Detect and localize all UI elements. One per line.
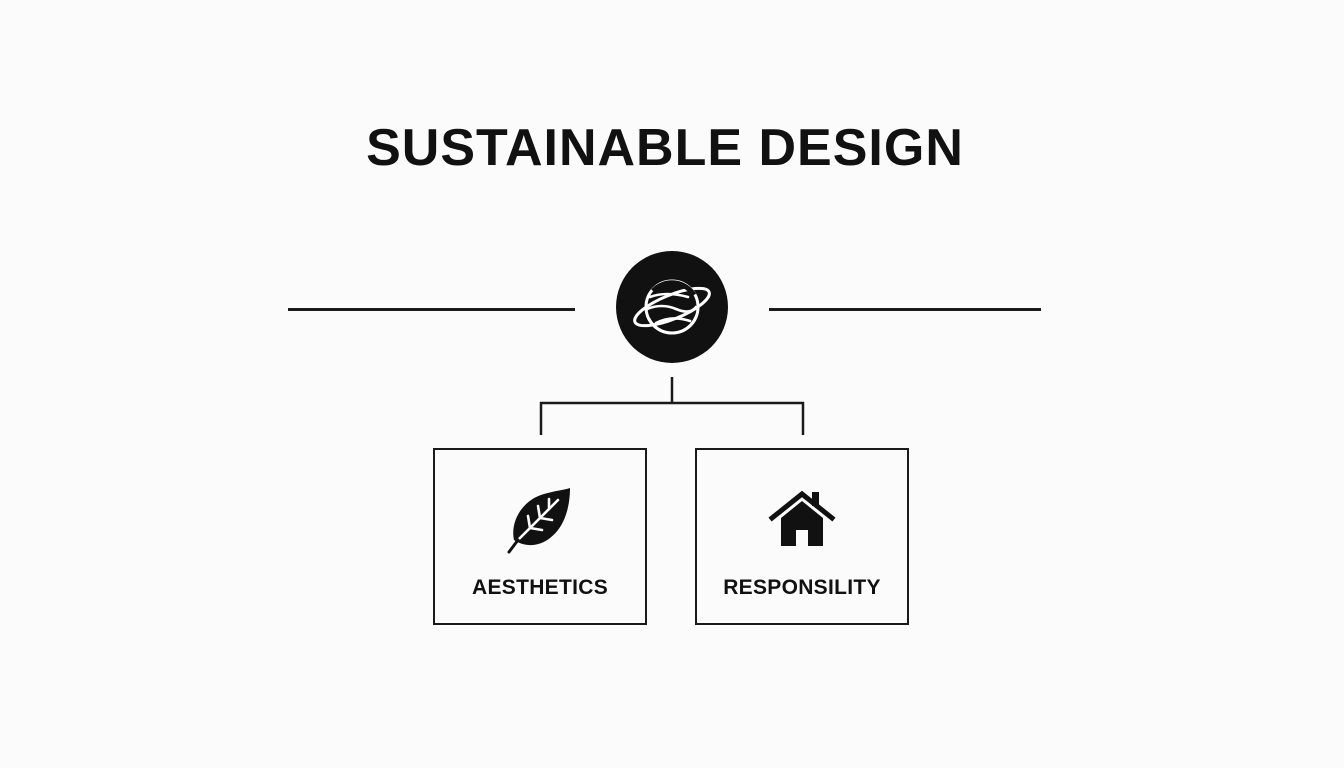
aesthetics-label: AESTHETICS [471,576,608,599]
hub-circle [616,251,728,363]
responsibility-label: RESPONSILITY [723,576,881,599]
left-divider-line [288,308,575,311]
house-icon [768,490,836,546]
right-divider-line [769,308,1041,311]
aesthetics-card: AESTHETICS [433,448,647,625]
diagram-title: SUSTAINABLE DESIGN [366,119,964,177]
planet-icon [633,279,711,335]
responsibility-card: RESPONSILITY [695,448,909,625]
leaf-icon [507,488,570,554]
